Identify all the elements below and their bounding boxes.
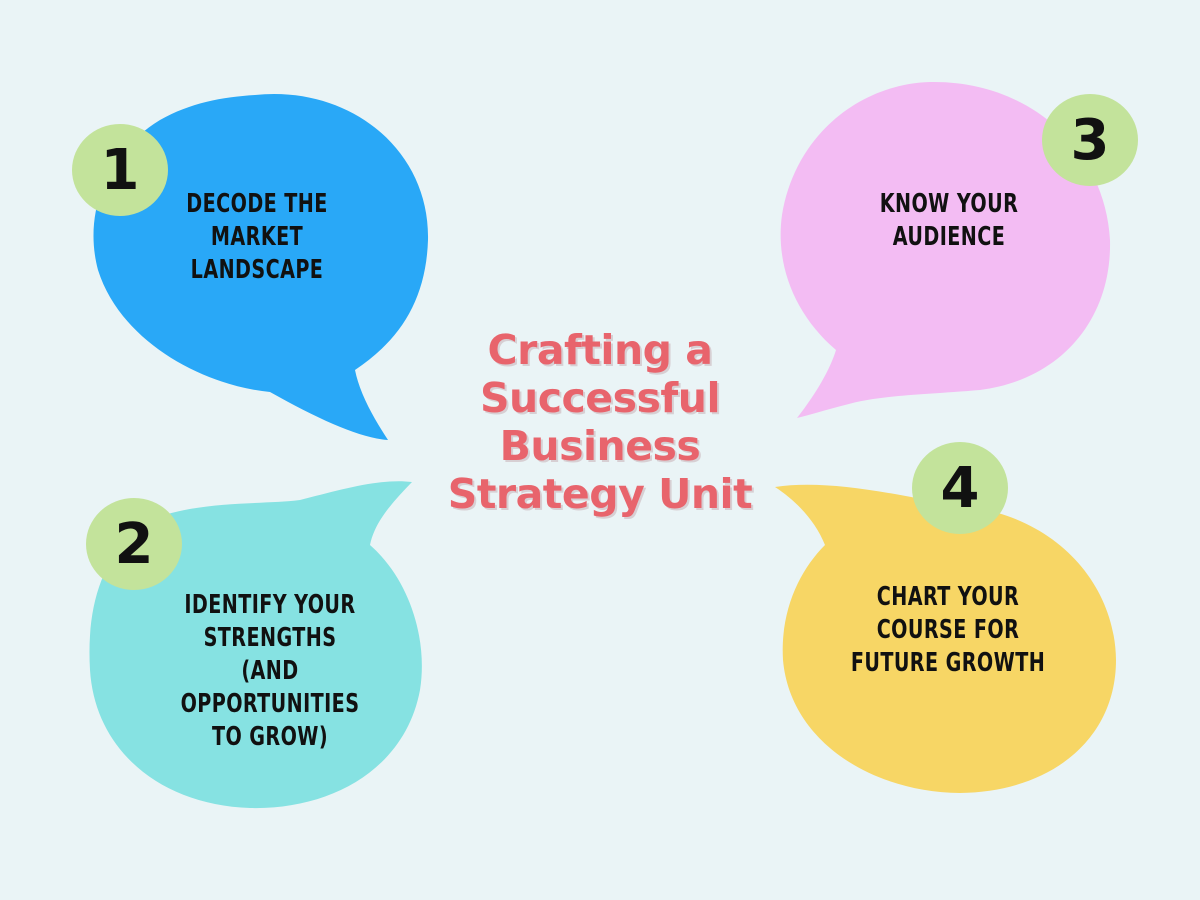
step-number-badge-3: 3 [1042, 94, 1138, 186]
step-4-line: COURSE FOR [876, 615, 1020, 645]
step-1-label: DECODE THE MARKET LANDSCAPE [175, 188, 339, 287]
speech-bubble-3 [780, 81, 1111, 418]
step-3-line: AUDIENCE [892, 222, 1006, 252]
title-line: Business [499, 422, 701, 470]
step-number-badge-1: 1 [72, 124, 168, 216]
speech-bubble-1 [93, 93, 429, 440]
step-2-line: (AND [241, 656, 299, 686]
step-1-line: LANDSCAPE [190, 255, 324, 285]
step-2-line: STRENGTHS [203, 623, 337, 653]
step-3-label: KNOW YOUR AUDIENCE [867, 188, 1031, 254]
step-2-line: IDENTIFY YOUR [184, 590, 356, 620]
title-line: Strategy Unit [447, 470, 753, 518]
step-number-badge-4: 4 [912, 442, 1008, 534]
title-line: Crafting a [487, 326, 713, 374]
page-title: Crafting a Successful Business Strategy … [430, 326, 770, 518]
title-line: Successful [479, 374, 721, 422]
step-1-line: MARKET [210, 222, 304, 252]
step-4-label: CHART YOUR COURSE FOR FUTURE GROWTH [850, 581, 1047, 680]
speech-bubble-4 [775, 484, 1116, 793]
step-2-line: OPPORTUNITIES [180, 689, 360, 719]
step-3-line: KNOW YOUR [879, 189, 1019, 219]
step-4-line: CHART YOUR [876, 582, 1020, 612]
step-4-line: FUTURE GROWTH [850, 648, 1046, 678]
step-2-label: IDENTIFY YOUR STRENGTHS (AND OPPORTUNITI… [172, 589, 369, 754]
step-1-line: DECODE THE [186, 189, 328, 219]
step-2-line: TO GROW) [211, 722, 329, 752]
step-number-badge-2: 2 [86, 498, 182, 590]
